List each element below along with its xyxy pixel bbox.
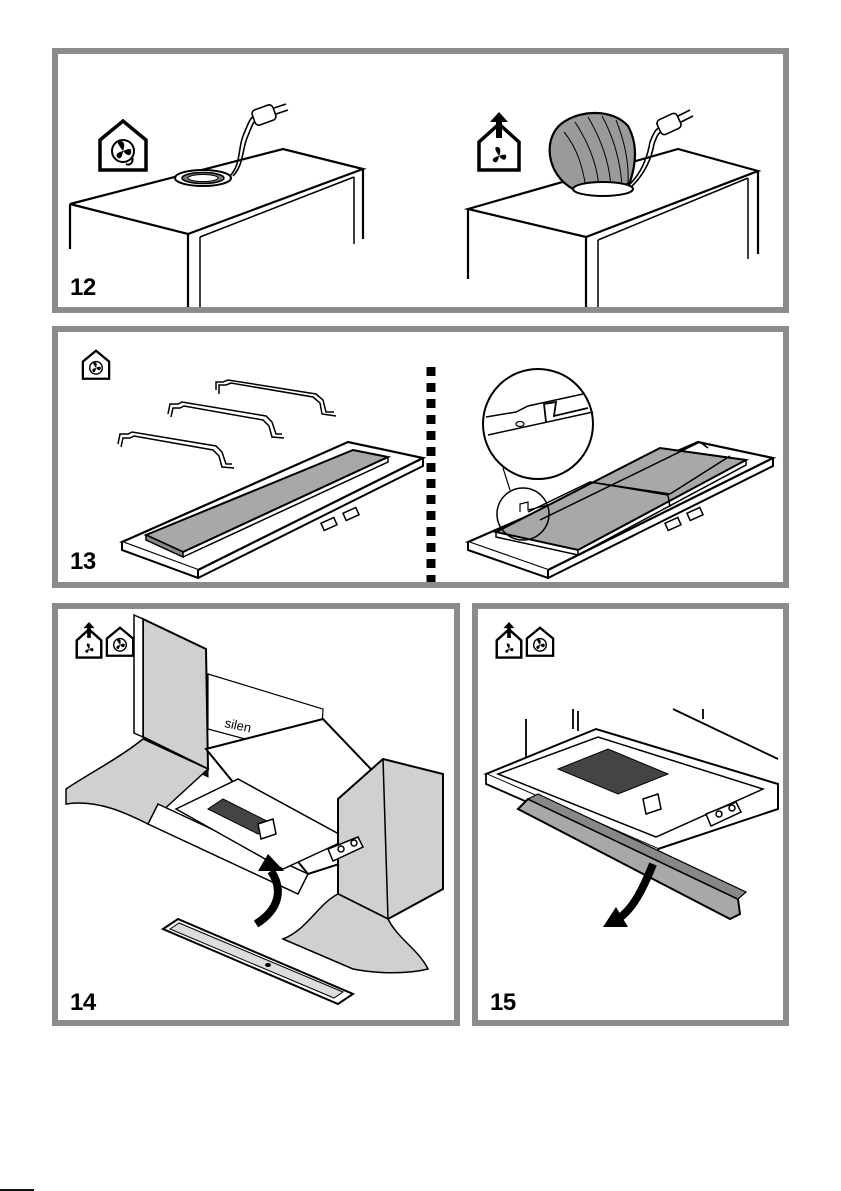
step-number: 13	[70, 548, 96, 576]
step-12-illustration	[58, 54, 783, 307]
house-fan-extraction-icon	[494, 622, 524, 660]
step-15-illustration	[478, 609, 783, 1020]
hood-frame-left	[122, 442, 423, 578]
house-fan-recirculation-icon	[96, 118, 150, 174]
house-fan-recirculation-icon	[80, 349, 112, 381]
house-fan-extraction-icon	[476, 112, 522, 174]
step-number: 14	[70, 989, 96, 1017]
house-fan-extraction-icon	[74, 622, 104, 660]
step-13-panel: 13	[52, 326, 789, 588]
step-number: 12	[70, 274, 96, 302]
step-14-panel: silen 14	[52, 603, 460, 1026]
step-number: 15	[490, 989, 516, 1017]
cutout-hole-left	[175, 170, 231, 186]
filter-bracket-wires	[118, 380, 336, 468]
house-fan-recirculation-icon	[104, 626, 136, 658]
step-14-illustration: silen	[58, 609, 454, 1020]
curved-arrow-down-icon	[603, 864, 653, 927]
step-12-panel: 12	[52, 48, 789, 313]
house-fan-recirculation-icon	[524, 626, 556, 658]
step-13-illustration	[58, 332, 783, 582]
step-15-panel: 15	[472, 603, 789, 1026]
